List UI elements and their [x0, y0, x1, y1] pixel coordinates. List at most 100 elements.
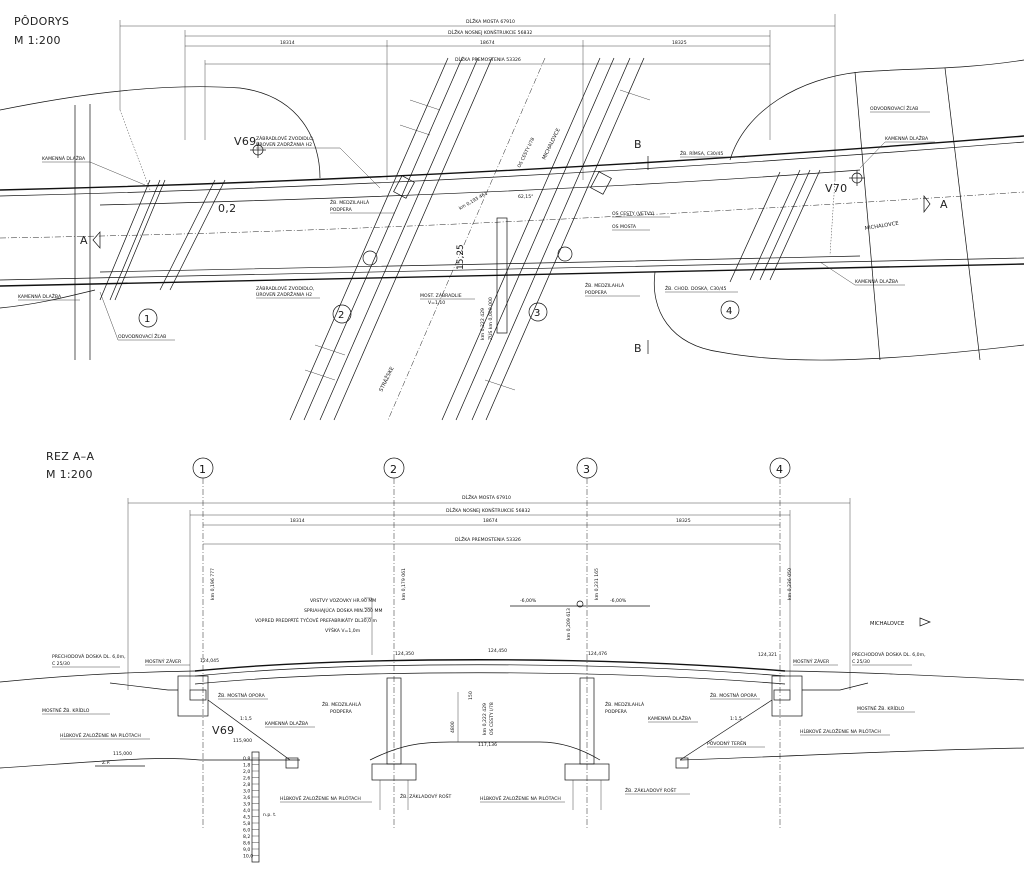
section-layers-callout: VRSTVY VOZOVKY HR.90 MM SPRIAHAJÚCA DOSK… [255, 597, 383, 655]
plan-point-v69: V69 [234, 135, 256, 148]
plan-title: PÔDORYS [14, 15, 69, 28]
plan-label-pier-l-2: PODPERA [330, 207, 353, 213]
section-dim-span1: 18314 [290, 518, 305, 524]
section-elev-ground: 117,136 [478, 742, 497, 748]
section-layers-4: VÝŠKA V=1,0m [325, 627, 361, 634]
section-elev-footing: 115,900 [233, 738, 252, 744]
section-scale: M 1:200 [46, 468, 93, 481]
plan-axis-4: 4 [726, 306, 732, 317]
section-elev-5: 124,321 [758, 652, 777, 658]
plan-cone-right [729, 59, 1024, 161]
borehole-depth-label: 3,9 [243, 802, 250, 808]
section-dim-structure: DĹŽKA NOSNEJ KONŠTRUKCIE 56832 [446, 506, 530, 514]
section-pier-left-2: PODPERA [330, 709, 353, 715]
plan-dim-span1: 18314 [280, 40, 295, 46]
section-dim-150: 150 [468, 691, 474, 700]
borehole-depth-label: 9,0 [243, 847, 250, 853]
section-road-profile [369, 741, 601, 761]
section-approach-right-1: PRECHODOVÁ DOSKA DL. 6,0m, [852, 651, 926, 658]
plan-section-a-left: A [80, 234, 88, 247]
plan-label-axis-bridge: OS MOSTA [612, 224, 637, 230]
borehole-depth-label: 5,8 [243, 821, 250, 827]
plan-section-b-top: B [634, 138, 642, 151]
plan-angle: 62,15° [518, 194, 533, 200]
plan-axis-bubbles: 1 2 3 4 [138, 246, 740, 328]
section-grillage-left: ŽB. ZÁKLADOVÝ ROŠT [400, 792, 452, 800]
section-axis-2: 2 [390, 463, 397, 476]
section-deep-left: HĹBKOVÉ ZALOŽENIE NA PILÓTACH [60, 731, 141, 739]
plan-label-paving-lb: KAMENNÁ DLAŽBA [18, 292, 62, 300]
section-terrain-right [679, 747, 1024, 761]
plan-label-paving-rt: KAMENNÁ DLAŽBA [885, 134, 929, 142]
section-callouts-left: PRECHODOVÁ DOSKA DL. 6,0m, C 25/30 MOSTN… [42, 653, 452, 803]
section-direction-michalovce: MICHALOVCE [870, 621, 904, 627]
plan-label-rail-bot-1: ZÁBRADLOVÉ ZVODIDLO, [256, 284, 315, 292]
section-km-left: km 0,196 777 [210, 568, 216, 600]
borehole-depth-label: 4,5 [243, 815, 250, 821]
section-approach-left-2: C 25/30 [52, 661, 70, 667]
section-deep-pier3: HĹBKOVÉ ZALOŽENIE NA PILÓTACH [480, 794, 561, 802]
borehole-depth-label: 4,0 [243, 808, 250, 814]
section-abutment-right [675, 675, 803, 769]
section-view: REZ A–A M 1:200 1 2 3 4 DĹŽKA MOSTA 6791… [0, 450, 1024, 863]
plan-cone-right-bottom [653, 271, 1024, 361]
plan-axis-3: 3 [534, 308, 540, 319]
plan-label-axis-i78: OS CESTY I/78 [516, 137, 536, 169]
plan-label-pier-r-1: ŽB. MEDZILAHLÁ [585, 281, 625, 289]
plan-dim-span3: 18325 [672, 40, 687, 46]
borehole-depth-label: 8,6 [243, 841, 250, 847]
section-elev-2: 124,350 [395, 651, 414, 657]
plan-axis-1: 1 [144, 314, 150, 325]
section-axis-3: 3 [583, 463, 590, 476]
plan-dim-bridge: DĹŽKA MOSTA 67910 [466, 17, 515, 25]
plan-point-v70: V70 [825, 182, 847, 195]
section-joint-left: MOSTNÝ ZÁVER [145, 658, 182, 665]
section-approach-left-1: PRECHODOVÁ DOSKA DL. 6,0m, [52, 653, 126, 660]
section-terrain-left [0, 758, 300, 769]
section-km-mid: km 0,209 613 [566, 608, 572, 640]
section-abut-right: ŽB. MOSTNÁ OPORA [710, 691, 758, 699]
plan-scale: M 1:200 [14, 34, 61, 47]
section-deep-right: HĹBKOVÉ ZALOŽENIE NA PILÓTACH [800, 727, 881, 735]
section-zp: Z.P. [102, 760, 110, 766]
plan-label-slab: ŽB. CHOD. DOSKA, C30/45 [665, 284, 727, 292]
section-borehole: 0,81,82,02,62,83,03,63,94,04,55,86,08,28… [243, 751, 276, 863]
section-dim-span2: 18674 [483, 518, 498, 524]
plan-direction-michalovce-2: MICHALOVCE [541, 127, 561, 160]
section-point-v69: V69 [212, 724, 234, 737]
plan-label-paving-lt: KAMENNÁ DLAŽBA [42, 154, 86, 162]
section-elev-zp: 115,000 [113, 751, 132, 757]
section-deck [0, 659, 1024, 685]
section-elev-3: 124,450 [488, 648, 507, 654]
section-axes: 1 2 3 4 [192, 457, 791, 830]
section-paving-left: KAMENNÁ DLAŽBA [265, 719, 309, 727]
borehole-depth-label: 2,8 [243, 782, 250, 788]
section-dim-bridge: DĹŽKA MOSTA 67910 [462, 493, 511, 501]
section-abut-left: ŽB. MOSTNÁ OPORA [218, 691, 266, 699]
section-wing-right: MOSTNÉ ŽB. KRÍDLO [857, 704, 905, 712]
section-approach-right-2: C 25/30 [852, 659, 870, 665]
plan-supports [99, 169, 821, 301]
plan-label-pier-l-1: ŽB. MEDZILAHLÁ [330, 198, 370, 206]
borehole-depth-label: 0,8 [243, 756, 250, 762]
section-terrain: PÔVODNÝ TERÉN [707, 739, 746, 747]
plan-axis-2: 2 [338, 310, 344, 321]
plan-dim-clear: DĹŽKA PREMOSTENIA 53326 [455, 55, 521, 63]
plan-direction-michalovce: MICHALOVCE [864, 221, 899, 232]
borehole-depth-label: 2,6 [243, 776, 250, 782]
section-layers-3: VOPRED PREDPÄTÉ TYČOVÉ PREFABRIKÁTY DL30… [255, 616, 377, 624]
plan-km-left: km 0,222 429 [480, 308, 486, 340]
section-abutment-left [177, 675, 299, 769]
section-elev-4: 124,476 [588, 651, 607, 657]
plan-cone-left-bottom [0, 289, 96, 309]
borehole-depth-label: 10,0 [243, 854, 253, 860]
section-deep-pier2: HĹBKOVÉ ZALOŽENIE NA PILÓTACH [280, 794, 361, 802]
section-title: REZ A–A [46, 450, 94, 463]
borehole-depth-label: 6,0 [243, 828, 250, 834]
section-slope-ratio-right: 1:1,5 [730, 716, 742, 722]
plan-crossing-road [289, 57, 651, 421]
section-approach-right [802, 682, 869, 691]
section-borehole-np: n.p. t. [263, 812, 276, 818]
section-wing-left: MOSTNÉ ŽB. KRÍDLO [42, 706, 90, 714]
